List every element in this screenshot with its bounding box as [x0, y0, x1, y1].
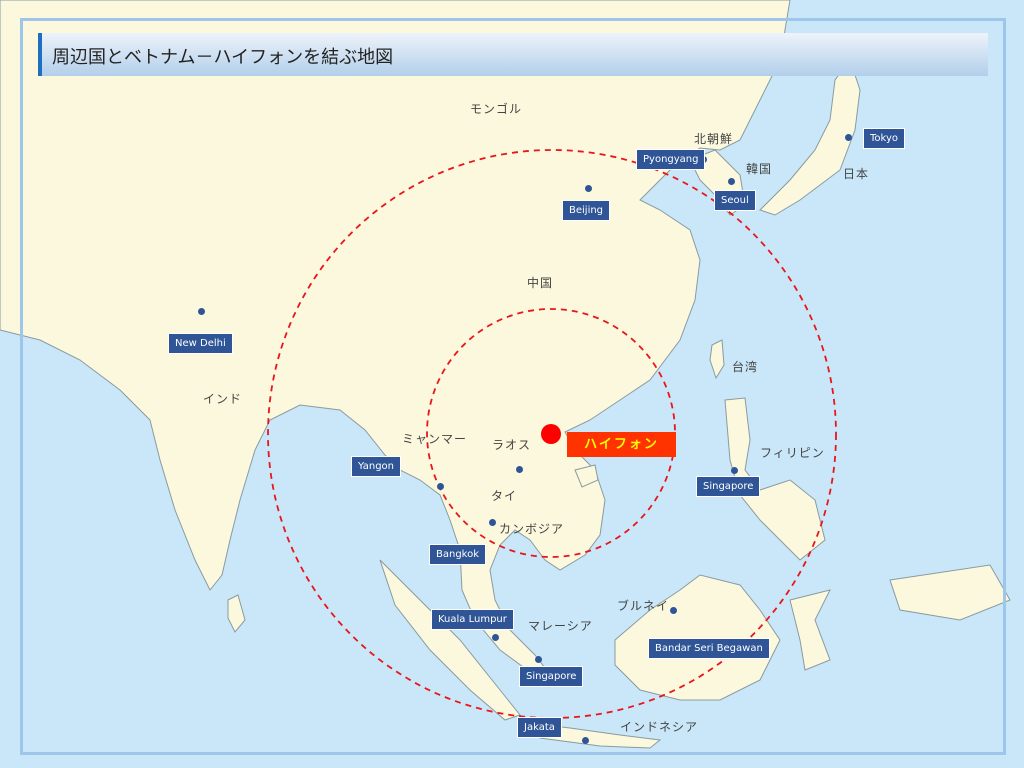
map-frame — [20, 18, 1006, 755]
country-label: ミャンマー — [402, 432, 468, 446]
city-tag-seoul: Seoul — [714, 190, 756, 211]
city-tag-jakarta: Jakata — [517, 717, 562, 738]
city-tag-kuala-lumpur: Kuala Lumpur — [431, 609, 514, 630]
city-tag-beijing: Beijing — [562, 200, 611, 221]
haiphong-marker — [541, 424, 561, 444]
title-bar: 周辺国とベトナム－ハイフォンを結ぶ地図 — [38, 33, 988, 76]
city-dot — [845, 134, 852, 141]
country-label: 台湾 — [732, 360, 759, 374]
city-tag-tokyo: Tokyo — [863, 128, 905, 149]
city-tag-bandar-seri-begawan: Bandar Seri Begawan — [648, 638, 770, 659]
city-dot — [492, 634, 499, 641]
country-label: タイ — [491, 489, 518, 503]
country-label: ブルネイ — [617, 599, 670, 613]
city-tag-manila: Singapore — [696, 476, 761, 497]
city-dot — [728, 178, 735, 185]
city-tag-yangon: Yangon — [351, 456, 402, 477]
country-label: インド — [203, 392, 243, 406]
country-label: 日本 — [843, 167, 870, 181]
country-label: 韓国 — [746, 162, 773, 176]
city-dot-vientiane — [516, 466, 523, 473]
country-label: カンボジア — [499, 522, 565, 536]
country-label: モンゴル — [470, 102, 523, 116]
city-dot — [670, 607, 677, 614]
country-label: 中国 — [527, 276, 554, 290]
city-dot — [535, 656, 542, 663]
east-island — [889, 564, 1011, 621]
page-title: 周辺国とベトナム－ハイフォンを結ぶ地図 — [52, 47, 394, 68]
city-dot — [489, 519, 496, 526]
city-tag-new-delhi: New Delhi — [168, 333, 233, 354]
country-label: 北朝鮮 — [694, 132, 734, 146]
borneo — [614, 574, 781, 701]
city-dot — [198, 308, 205, 315]
sri-lanka — [227, 594, 246, 633]
haiphong-label: ハイフォン — [567, 432, 676, 457]
country-label: インドネシア — [620, 720, 699, 734]
city-dot — [437, 483, 444, 490]
city-dot — [731, 467, 738, 474]
taiwan — [709, 339, 725, 380]
hainan — [574, 464, 599, 488]
city-dot — [585, 185, 592, 192]
city-tag-pyongyang: Pyongyang — [636, 149, 706, 170]
country-label: ラオス — [492, 438, 532, 452]
country-label: マレーシア — [528, 619, 593, 633]
city-dot — [582, 737, 589, 744]
sulawesi — [789, 589, 831, 671]
country-label: フィリピン — [760, 446, 825, 460]
city-tag-singapore: Singapore — [519, 666, 584, 687]
philippines — [724, 397, 826, 561]
city-tag-bangkok: Bangkok — [429, 544, 487, 565]
